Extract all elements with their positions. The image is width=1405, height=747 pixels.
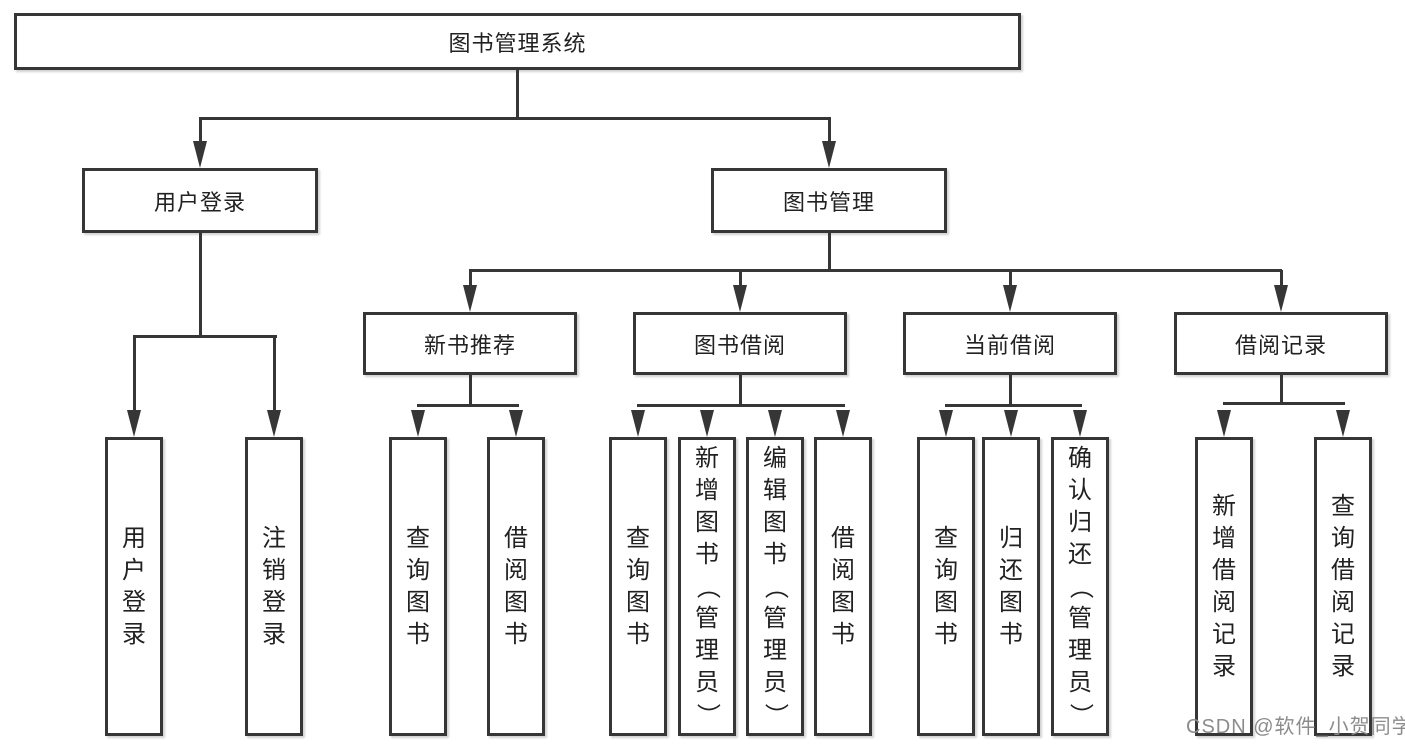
leaf-borrow-add-books-admin: 新增图书（管理员） (678, 437, 736, 736)
leaf-current-query-books: 查询图书 (917, 437, 975, 736)
node-current-borrowing: 当前借阅 (903, 312, 1117, 375)
connector-line (469, 269, 1282, 272)
arrow-down-icon (463, 285, 477, 312)
connector-line (637, 404, 845, 407)
node-root: 图书管理系统 (14, 13, 1021, 70)
connector-line (1223, 402, 1345, 405)
connector-line (199, 233, 202, 337)
arrow-down-icon (1217, 410, 1231, 437)
node-book-borrowing: 图书借阅 (633, 312, 847, 375)
connector-line (945, 404, 1082, 407)
connector-line (1009, 270, 1012, 287)
node-borrowing-records: 借阅记录 (1174, 312, 1388, 375)
leaf-records-add-record: 新增借阅记录 (1195, 437, 1253, 736)
arrow-down-icon (509, 410, 523, 437)
connector-line (199, 118, 202, 144)
arrow-down-icon (768, 410, 782, 437)
leaf-logout: 注销登录 (245, 437, 303, 736)
connector-line (273, 336, 276, 410)
connector-line (133, 336, 136, 410)
leaf-current-return-books: 归还图书 (982, 437, 1040, 736)
leaf-newrec-query-books: 查询图书 (389, 437, 447, 736)
connector-line (1280, 375, 1283, 405)
connector-line (516, 70, 519, 119)
leaf-borrow-borrow-books: 借阅图书 (814, 437, 872, 736)
node-new-book-recommend: 新书推荐 (363, 312, 577, 375)
arrow-down-icon (193, 141, 207, 168)
connector-line (739, 270, 742, 287)
arrow-down-icon (127, 410, 141, 437)
arrow-down-icon (822, 141, 836, 168)
connector-line (133, 335, 277, 338)
leaf-borrow-query-books: 查询图书 (609, 437, 667, 736)
connector-line (469, 375, 472, 407)
arrow-down-icon (836, 410, 850, 437)
connector-line (828, 233, 831, 272)
arrow-down-icon (1004, 410, 1018, 437)
arrow-down-icon (631, 410, 645, 437)
leaf-user-login: 用户登录 (105, 437, 163, 736)
csdn-watermark: CSDN @软件_小贺同学 (1186, 716, 1405, 738)
node-book-management: 图书管理 (711, 168, 947, 233)
leaf-current-confirm-return-admin: 确认归还（管理员） (1051, 437, 1109, 736)
node-user-login: 用户登录 (82, 168, 318, 233)
arrow-down-icon (700, 410, 714, 437)
arrow-down-icon (267, 410, 281, 437)
connector-line (739, 375, 742, 407)
leaf-records-query-record: 查询借阅记录 (1314, 437, 1372, 736)
arrow-down-icon (733, 285, 747, 312)
connector-line (1280, 270, 1283, 287)
leaf-newrec-borrow-books: 借阅图书 (487, 437, 545, 736)
connector-line (1009, 375, 1012, 407)
arrow-down-icon (1336, 410, 1350, 437)
connector-line (469, 270, 472, 287)
connector-line (199, 117, 831, 120)
arrow-down-icon (1003, 285, 1017, 312)
arrow-down-icon (411, 410, 425, 437)
arrow-down-icon (1073, 410, 1087, 437)
arrow-down-icon (1274, 285, 1288, 312)
connector-line (828, 118, 831, 144)
arrow-down-icon (939, 410, 953, 437)
leaf-borrow-edit-books-admin: 编辑图书（管理员） (746, 437, 804, 736)
connector-line (417, 404, 519, 407)
